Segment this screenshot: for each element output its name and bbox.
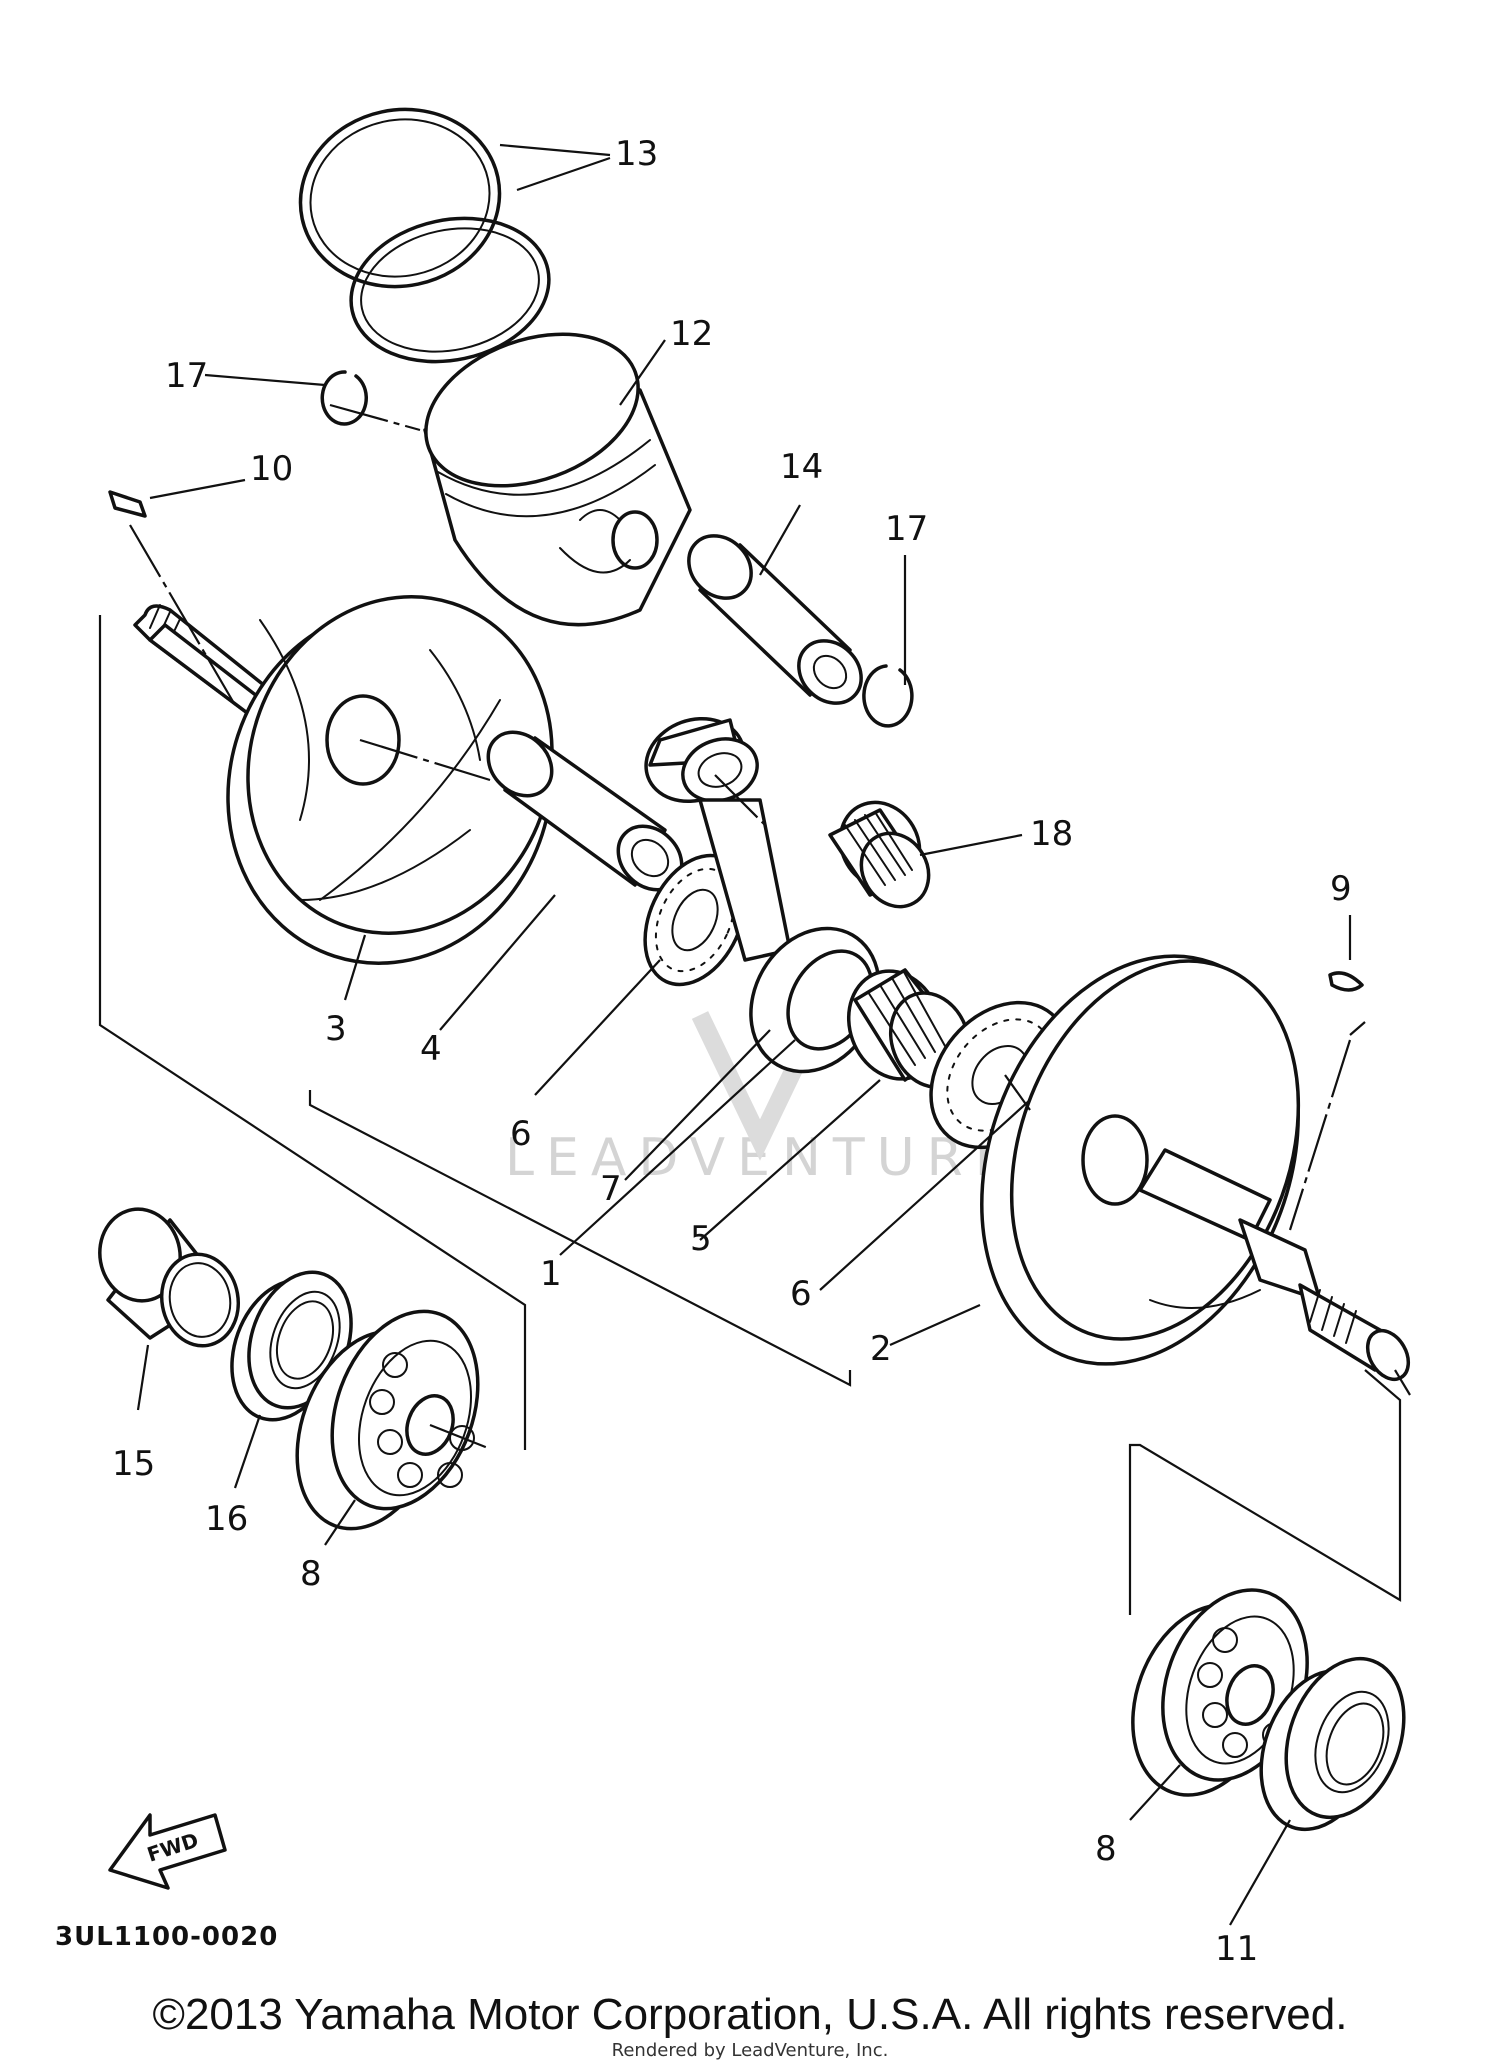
copyright-notice: ©2013 Yamaha Motor Corporation, U.S.A. A… [152,1990,1348,2039]
callout-2: 2 [870,1329,892,1369]
woodruff-key-right [1328,971,1364,992]
callout-6-left: 6 [510,1114,532,1154]
crankshaft-piston-exploded-diagram: LEADVENTURE [55,107,1411,1969]
crank-pin [486,730,684,892]
callout-7: 7 [600,1169,622,1209]
circlip-left [320,370,368,426]
center-lines [129,403,1411,1450]
piston-pin [687,534,863,705]
diagram-code: 3UL1100-0020 [55,1922,278,1952]
assembly-brackets [98,615,1402,1615]
rendered-by-note: Rendered by LeadVenture, Inc. [611,2040,889,2061]
callout-8-right: 8 [1095,1829,1117,1869]
callout-11: 15 [112,1444,155,1484]
callout-6-right: 6 [790,1274,812,1314]
fwd-arrow: FWD [108,1813,227,1890]
piston [423,332,692,627]
right-crank-half [980,954,1411,1381]
callouts: 13 12 17 10 14 17 18 9 3 4 6 7 1 5 6 2 1… [112,134,1352,1969]
callout-4: 4 [420,1029,442,1069]
callout-13: 9 [1330,869,1352,909]
callout-8-left: 8 [300,1554,322,1594]
callout-9: 11 [1215,1929,1258,1969]
collar-11 [98,1207,241,1348]
callout-18: 18 [1030,814,1073,854]
main-bearing-left-8 [295,1309,480,1531]
callout-17-right: 17 [885,509,928,549]
callout-1: 1 [540,1254,562,1294]
callout-14: 12 [670,314,713,354]
main-bearing-right-8 [1131,1588,1309,1797]
woodruff-key-left [108,490,147,518]
piston-rings [298,107,551,364]
callout-10: 16 [205,1499,248,1539]
callout-16: 14 [780,447,823,487]
callout-17-left: 17 [165,356,208,396]
left-crank-half [133,595,554,965]
callout-3: 3 [325,1009,347,1049]
callout-15: 13 [615,134,658,174]
circlip-right [862,664,914,728]
oil-seal-9 [1259,1656,1406,1832]
callout-5: 5 [690,1219,712,1259]
leader-lines [136,143,1352,1926]
callout-12: 10 [250,449,293,489]
